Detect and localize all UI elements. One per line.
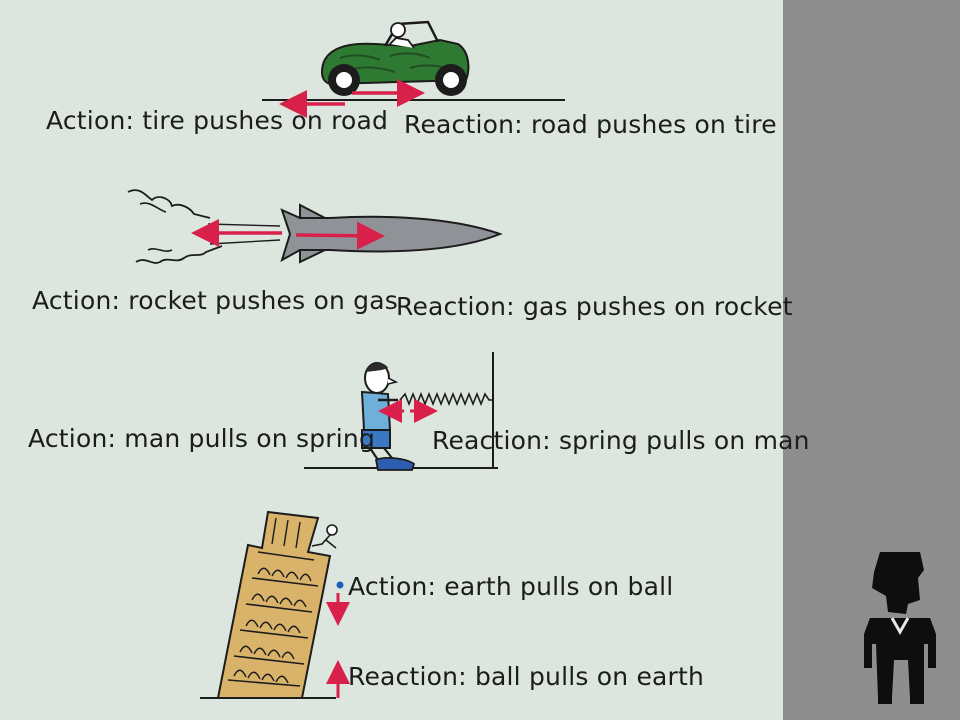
action-label-rocket: Action: rocket pushes on gas — [32, 286, 398, 315]
reaction-label-rocket: Reaction: gas pushes on rocket — [396, 292, 793, 321]
ball-icon — [336, 581, 344, 589]
leaning-tower-icon — [216, 510, 338, 699]
car-icon — [320, 20, 470, 96]
action-label-tower: Action: earth pulls on ball — [348, 572, 674, 601]
action-label-car: Action: tire pushes on road — [46, 106, 389, 135]
rocket-icon — [280, 203, 503, 264]
action-label-spring: Action: man pulls on spring — [28, 424, 376, 453]
diagram-art — [127, 20, 565, 699]
reaction-label-car: Reaction: road pushes on tire — [404, 110, 777, 139]
diagram-sheet: Action: tire pushes on road Reaction: ro… — [0, 0, 810, 720]
reaction-label-tower: Reaction: ball pulls on earth — [348, 662, 705, 691]
force-arrow-gas-on-rocket — [295, 221, 385, 250]
presenter-icon — [864, 552, 936, 704]
reaction-label-spring: Reaction: spring pulls on man — [432, 426, 810, 455]
gas-exhaust-icon — [127, 189, 281, 264]
